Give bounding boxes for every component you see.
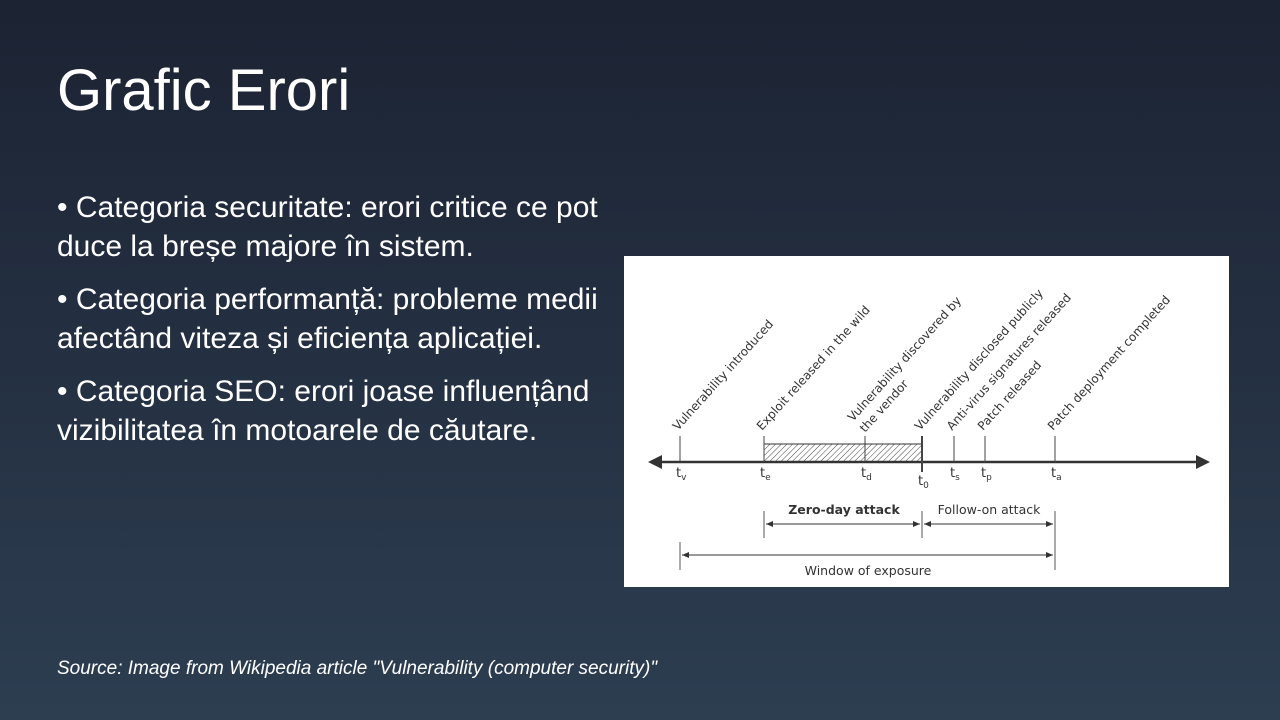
axis-right-arrow xyxy=(1196,455,1210,469)
event-label: Patch deployment completed xyxy=(1045,293,1173,433)
bullet-performance: • Categoria performanță: probleme medii … xyxy=(57,283,598,355)
bullet-seo: • Categoria SEO: erori joase influențând… xyxy=(57,375,590,447)
slide-title: Grafic Erori xyxy=(57,58,351,123)
bullet-list: • Categoria securitate: erori critice ce… xyxy=(57,188,617,464)
axis-left-arrow xyxy=(648,455,662,469)
event-time-label: ta xyxy=(1051,466,1062,483)
bullet-security: • Categoria securitate: erori critice ce… xyxy=(57,191,598,263)
event-time-label: ts xyxy=(950,466,960,483)
event-time-label: te xyxy=(760,466,771,483)
follow-on-label: Follow-on attack xyxy=(938,502,1041,517)
zero-day-label: Zero-day attack xyxy=(788,502,900,517)
event-time-label: t0 xyxy=(918,474,929,491)
window-label: Window of exposure xyxy=(805,563,932,578)
event-time-label: tv xyxy=(676,466,687,483)
source-caption: Source: Image from Wikipedia article "Vu… xyxy=(57,658,658,679)
zero-day-hatch-region xyxy=(763,443,923,463)
event-label: Vulnerability disclosed publicly xyxy=(912,286,1046,433)
event-time-label: tp xyxy=(981,466,992,483)
event-time-label: td xyxy=(861,466,872,483)
